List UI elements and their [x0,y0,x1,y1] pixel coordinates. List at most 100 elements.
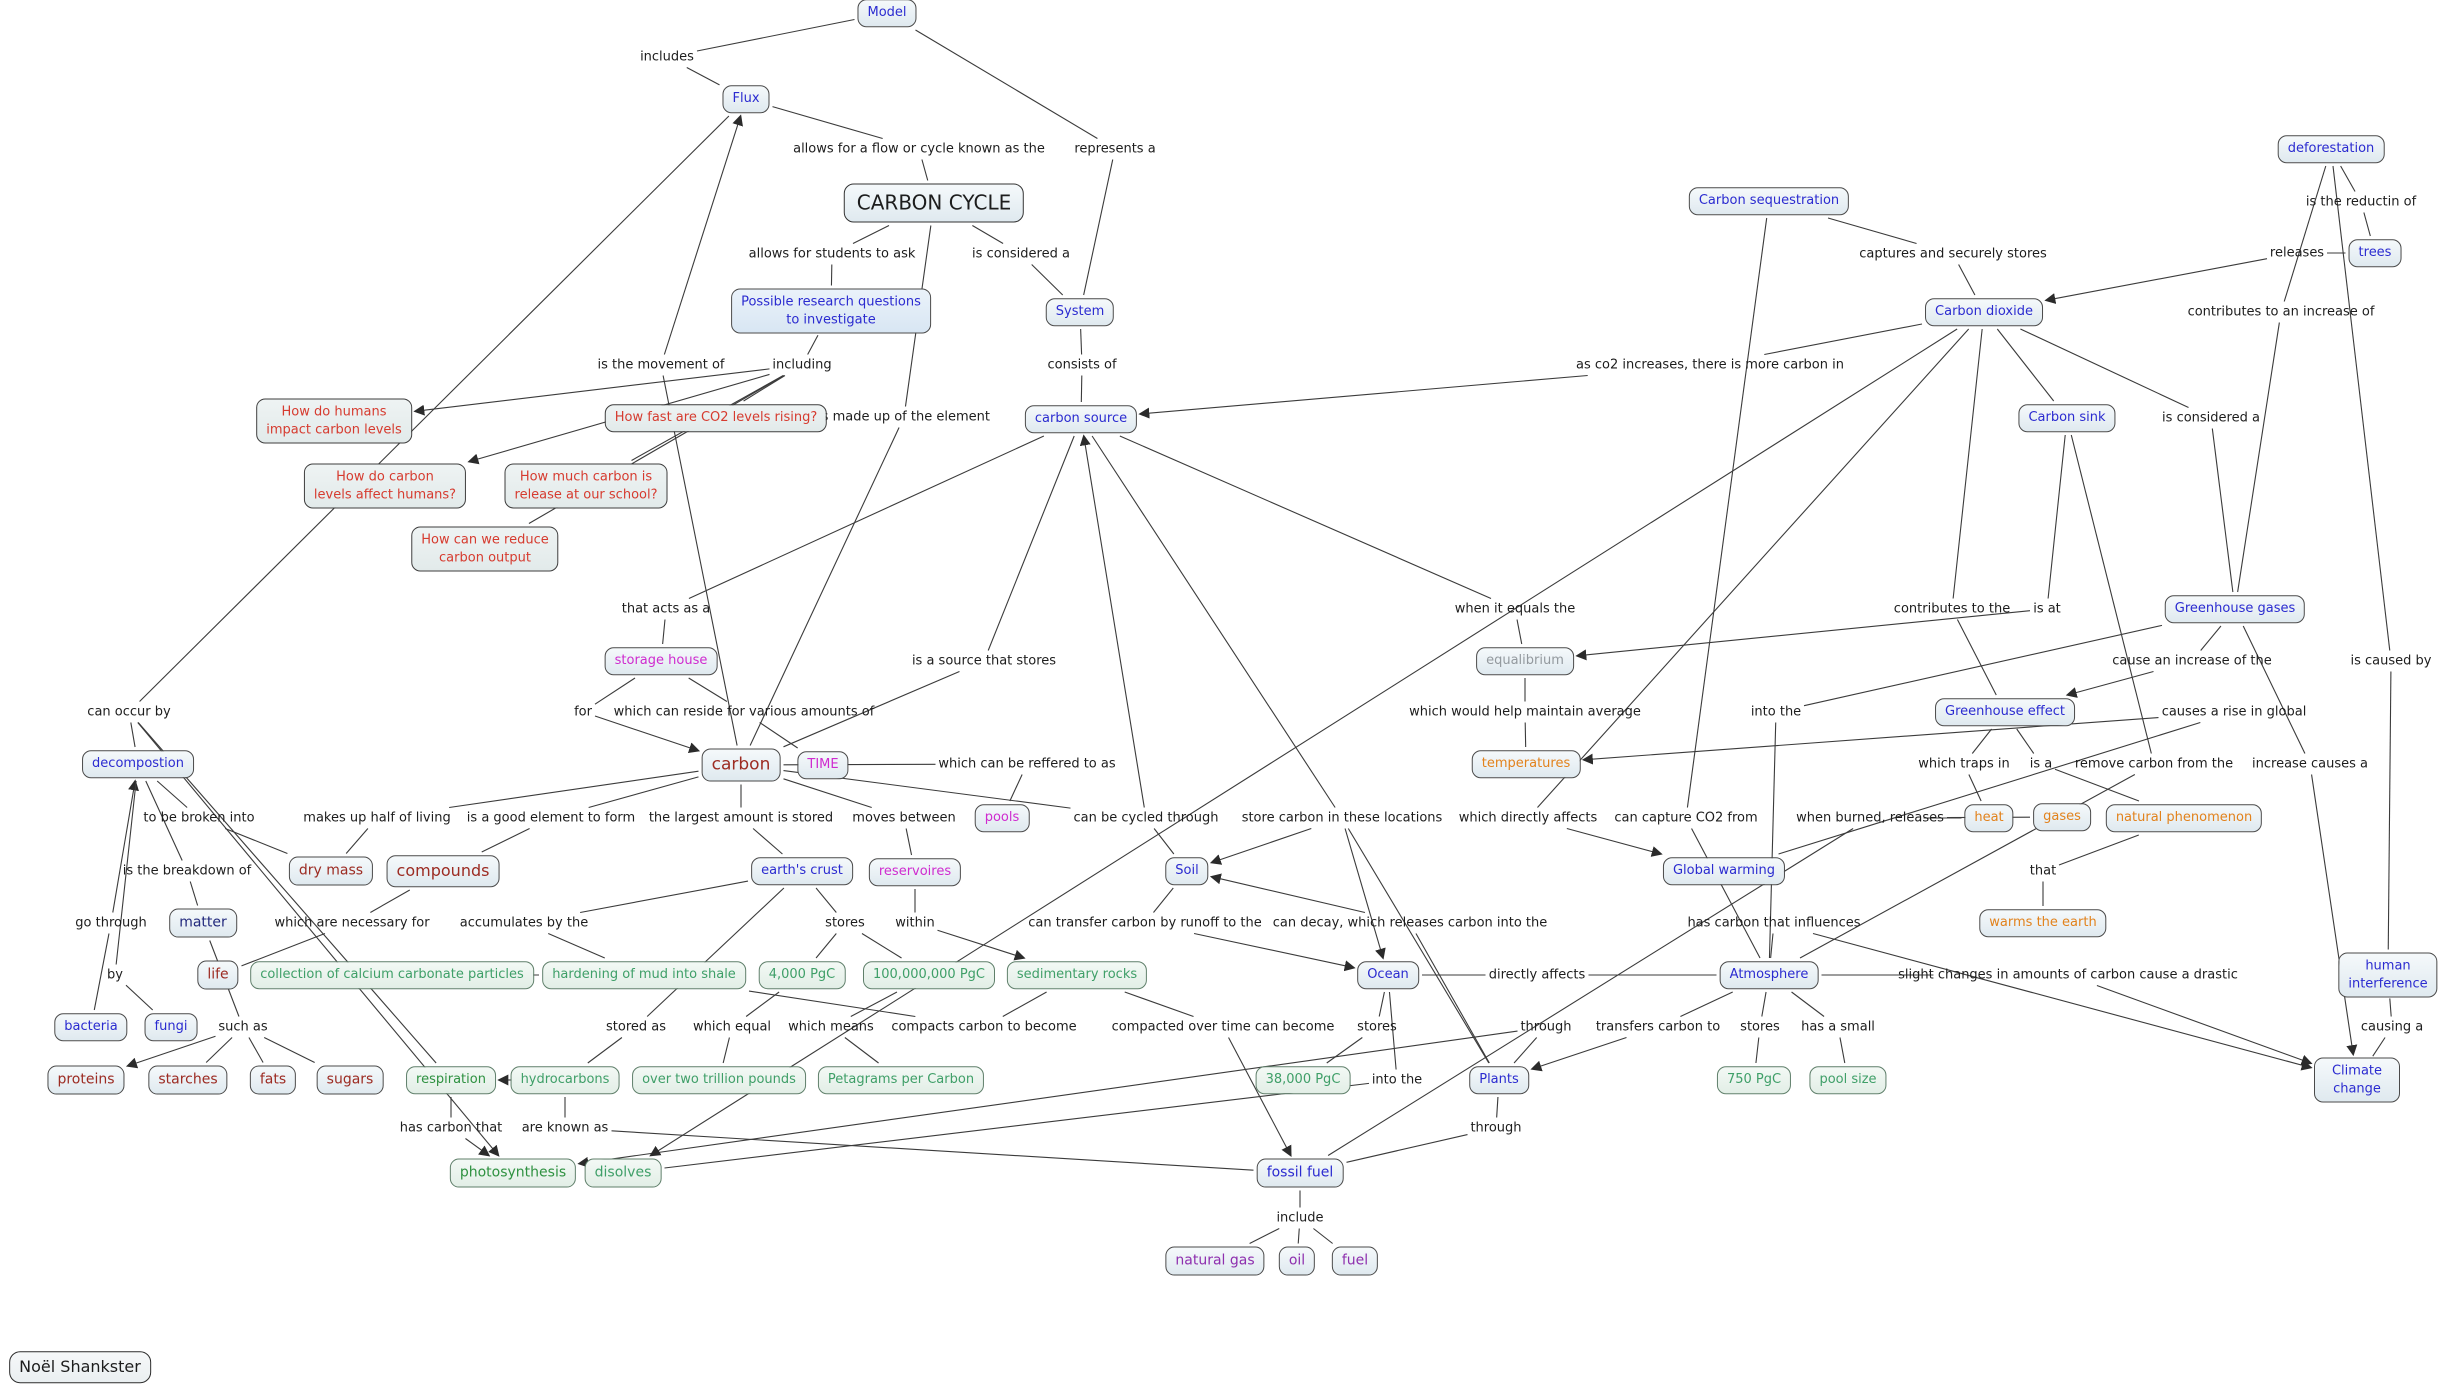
node-pool-size[interactable]: pool size [1809,1066,1887,1094]
node-carbon[interactable]: carbon [701,748,781,782]
edge-l-increase-causes--climate-change [2311,774,2358,1057]
node-fungi[interactable]: fungi [144,1013,198,1041]
node-atmosphere[interactable]: Atmosphere [1719,961,1819,989]
link-label-caused-by: is caused by [2350,653,2432,669]
node-pgc100m[interactable]: 100,000,000 PgC [862,961,996,989]
link-label-small: has a small [1801,1019,1875,1035]
edge-l-breakdown--matter [189,881,199,906]
node-carbon-cycle[interactable]: CARBON CYCLE [843,183,1025,223]
node-photosynthesis[interactable]: photosynthesis [449,1158,577,1188]
node-bacteria[interactable]: bacteria [54,1013,128,1041]
node-research-questions[interactable]: Possible research questions to investiga… [731,288,931,334]
link-label-including: including [772,357,832,373]
node-life[interactable]: life [197,960,239,990]
node-carbon-dioxide[interactable]: Carbon dioxide [1925,298,2043,326]
node-natural-gas[interactable]: natural gas [1165,1246,1265,1276]
link-label-co2-increases: as co2 increases, there is more carbon i… [1576,357,1844,373]
edge-l-releases--carbon-dioxide [2044,258,2268,304]
node-ocean[interactable]: Ocean [1357,961,1419,989]
node-disolves[interactable]: disolves [584,1158,662,1188]
node-reservoires[interactable]: reservoires [868,858,962,886]
node-fossil-fuel[interactable]: fossil fuel [1256,1158,1344,1188]
node-flux[interactable]: Flux [722,85,770,113]
node-model[interactable]: Model [857,0,917,27]
node-equalibrium[interactable]: equalibrium [1476,647,1574,675]
node-sedimentary[interactable]: sedimentary rocks [1006,961,1148,989]
node-two-trillion[interactable]: over two trillion pounds [632,1066,806,1094]
node-storage-house[interactable]: storage house [604,647,718,675]
node-petagrams[interactable]: Petagrams per Carbon [817,1066,985,1094]
node-warms-the-earth[interactable]: warms the earth [1979,909,2107,937]
node-matter[interactable]: matter [169,908,237,938]
node-gases[interactable]: gases [2033,803,2091,831]
node-q-reduce[interactable]: How can we reduce carbon output [411,526,559,572]
node-q-school[interactable]: How much carbon is release at our school… [504,463,668,509]
node-starches[interactable]: starches [148,1065,228,1095]
edge-atmosphere--l-influences [1770,933,1774,959]
node-pgc750[interactable]: 750 PgC [1716,1066,1792,1094]
node-global-warming[interactable]: Global warming [1662,857,1786,885]
node-system[interactable]: System [1045,298,1115,326]
node-q-impact[interactable]: How do humans impact carbon levels [256,398,412,444]
link-label-into-the1: into the [1750,704,1802,720]
node-climate-change[interactable]: Climate change [2314,1057,2400,1103]
link-label-rise-global: causes a rise in global [2161,704,2307,720]
link-label-into-the2: into the [1371,1072,1423,1088]
node-respiration[interactable]: respiration [406,1066,496,1094]
link-label-compacted: compacted over time can become [1111,1019,1335,1035]
edge-atmosphere--l-transfers [1680,991,1733,1017]
edge-atmosphere--l-small [1791,991,1825,1017]
node-pools[interactable]: pools [974,804,1030,832]
link-label-moves: moves between [852,810,956,826]
node-dry-mass[interactable]: dry mass [288,856,374,886]
edge-l-made-up--carbon [749,427,900,746]
edge-carbon-source--l-store-locations [1091,435,1336,808]
node-pgc38000[interactable]: 38,000 PgC [1255,1066,1351,1094]
node-soil[interactable]: Soil [1165,857,1209,885]
edge-l-caused-by--human-interference [2387,671,2392,950]
edge-l-by--fungi [125,984,154,1011]
link-label-is-a: is a [2029,756,2053,772]
node-q-affect[interactable]: How do carbon levels affect humans? [303,463,467,509]
node-fuel[interactable]: fuel [1331,1246,1379,1276]
node-hydrocarbons[interactable]: hydrocarbons [510,1066,620,1094]
node-q-fast[interactable]: How fast are CO2 levels rising? [604,404,828,432]
edge-earths-crust--l-stored-as [646,887,785,1017]
node-earths-crust[interactable]: earth's crust [751,857,853,885]
node-deforestation[interactable]: deforestation [2277,135,2385,163]
edge-l-transfers--plants [1530,1036,1627,1072]
link-label-maintain: which would help maintain average [1409,704,1641,720]
node-carbon-sink[interactable]: Carbon sink [2018,404,2116,432]
edge-l-include--natural-gas [1249,1228,1280,1244]
edge-l-has-carbon--photosynthesis [465,1138,491,1157]
node-natural-phenomenon[interactable]: natural phenomenon [2105,804,2263,832]
edge-carbon-cycle--l-considered-a1 [972,225,1004,244]
node-carbon-source[interactable]: carbon source [1024,405,1138,433]
link-label-decay: can decay, which releases carbon into th… [1272,915,1548,931]
node-greenhouse-effect[interactable]: Greenhouse effect [1935,698,2075,726]
node-fats[interactable]: fats [249,1065,297,1095]
node-carbon-seq[interactable]: Carbon sequestration [1688,187,1850,215]
node-temperatures[interactable]: temperatures [1471,750,1581,778]
node-plants[interactable]: Plants [1469,1066,1529,1094]
node-time[interactable]: TIME [797,751,849,779]
node-compounds[interactable]: compounds [386,855,500,887]
node-decompostion[interactable]: decompostion [82,750,194,778]
node-trees[interactable]: trees [2348,239,2402,267]
edge-l-allows-flow--carbon-cycle [921,159,929,181]
link-label-contrib-the: contributes to the [1893,601,2011,617]
author-badge[interactable]: Noël Shankster [9,1351,151,1383]
node-oil[interactable]: oil [1278,1246,1316,1276]
node-sugars[interactable]: sugars [316,1065,384,1095]
node-mud-shale[interactable]: hardening of mud into shale [542,961,746,989]
node-proteins[interactable]: proteins [47,1065,125,1095]
edge-l-store-locations--ocean [1344,828,1386,960]
node-human-interference[interactable]: human interference [2338,952,2438,998]
node-greenhouse-gases[interactable]: Greenhouse gases [2164,595,2306,623]
node-calcium[interactable]: collection of calcium carbonate particle… [250,961,534,989]
link-label-has-carbon: has carbon that [399,1120,503,1136]
node-heat[interactable]: heat [1964,804,2014,832]
edge-carbon-source--l-equals [1119,435,1492,600]
node-pgc4000[interactable]: 4,000 PgC [758,961,846,989]
